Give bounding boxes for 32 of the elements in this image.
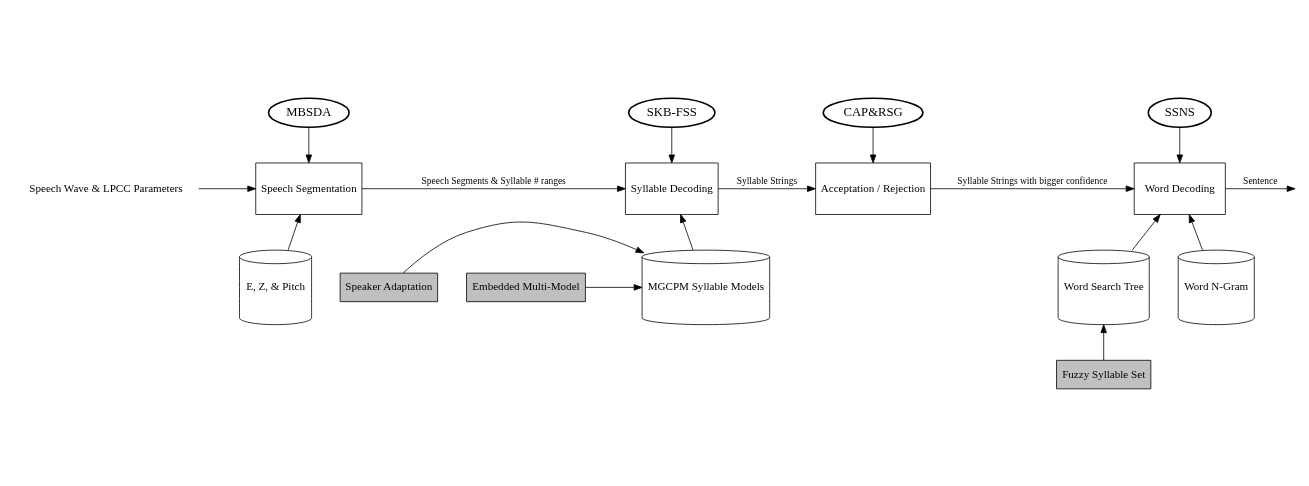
- node-box: Speech Segmentation: [255, 162, 363, 215]
- arrow: [287, 213, 301, 250]
- node-box: Word Decoding: [1133, 162, 1226, 215]
- node-ellipse: SSNS: [1147, 96, 1213, 128]
- node-box: Speaker Adaptation: [339, 272, 438, 302]
- edge-label: Speech Segments & Syllable # ranges: [421, 175, 566, 186]
- arrow: [1100, 323, 1107, 360]
- node-text: Speech Wave & LPCC Parameters: [29, 181, 183, 194]
- edge-label: Syllable Strings: [736, 175, 798, 186]
- arrow: [402, 221, 645, 273]
- arrow: [680, 213, 694, 250]
- arrow: [361, 185, 626, 192]
- arrow: [585, 283, 643, 291]
- arrow: [717, 185, 816, 192]
- arrow: [930, 185, 1135, 192]
- node-box: Embedded Multi-Model: [466, 272, 586, 302]
- node-ellipse: MBSDA: [267, 96, 350, 128]
- node-ellipse: CAP&RSG: [822, 96, 924, 128]
- arrow: [668, 126, 675, 163]
- arrow: [869, 126, 877, 163]
- edge-label: Sentence: [1243, 175, 1278, 186]
- arrow: [1188, 213, 1203, 250]
- node-ellipse: SKB-FSS: [627, 96, 716, 128]
- node-box: Syllable Decoding: [625, 162, 719, 215]
- arrow: [1225, 185, 1296, 192]
- node-box: Fuzzy Syllable Set: [1056, 359, 1152, 389]
- node-box: Acceptation / Rejection: [815, 162, 931, 215]
- arrow: [305, 126, 312, 163]
- arrow: [1176, 126, 1183, 163]
- arrow: [1131, 213, 1161, 251]
- arrow: [198, 185, 257, 192]
- edge-label: Syllable Strings with bigger confidence: [957, 175, 1108, 186]
